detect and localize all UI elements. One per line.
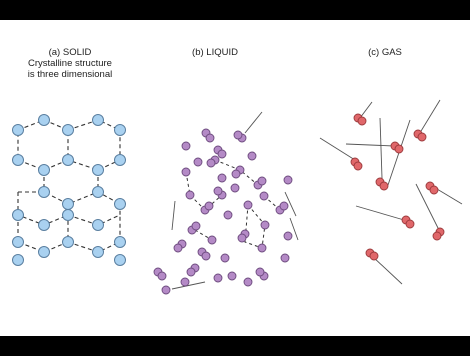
solid-molecule — [114, 154, 126, 166]
liquid-molecule — [237, 233, 247, 243]
solid-molecule — [12, 236, 24, 248]
liquid-molecule — [217, 149, 227, 159]
gas-molecule — [417, 132, 427, 142]
solid-molecules — [12, 114, 126, 266]
gas-molecule — [432, 231, 442, 241]
solid-molecule — [114, 124, 126, 136]
solid-molecule — [38, 164, 50, 176]
liquid-molecule — [259, 191, 269, 201]
solid-molecule — [38, 186, 50, 198]
solid-molecule — [62, 198, 74, 210]
liquid-molecule — [220, 253, 230, 263]
liquid-molecule — [280, 253, 290, 263]
liquid-molecules — [153, 128, 293, 295]
liquid-molecule — [185, 190, 195, 200]
gas-molecule — [379, 181, 389, 191]
liquid-molecule — [217, 173, 227, 183]
solid-molecule — [92, 246, 104, 258]
solid-molecule — [92, 114, 104, 126]
solid-caption-line1: Crystalline structure — [28, 58, 112, 69]
solid-molecule — [114, 236, 126, 248]
liquid-molecule — [186, 267, 196, 277]
gas-molecule — [353, 161, 363, 171]
liquid-molecule — [283, 175, 293, 185]
liquid-molecule — [173, 243, 183, 253]
solid-molecule — [62, 236, 74, 248]
liquid-molecule — [279, 201, 289, 211]
liquid-molecule — [231, 169, 241, 179]
gas-arrows — [319, 99, 463, 285]
solid-molecule — [92, 164, 104, 176]
liquid-molecule — [204, 201, 214, 211]
solid-molecule — [38, 246, 50, 258]
liquid-molecule — [207, 235, 217, 245]
liquid-molecule — [181, 141, 191, 151]
liquid-molecule — [161, 285, 171, 295]
liquid-molecule — [255, 267, 265, 277]
solid-molecule — [62, 124, 74, 136]
liquid-molecule — [191, 221, 201, 231]
liquid-molecule — [206, 158, 216, 168]
liquid-molecule — [213, 273, 223, 283]
solid-title: (a) SOLID — [48, 47, 92, 58]
states-of-matter-diagram — [12, 99, 463, 295]
liquid-molecule — [260, 220, 270, 230]
liquid-molecule — [233, 130, 243, 140]
solid-molecule — [92, 186, 104, 198]
solid-molecule — [38, 219, 50, 231]
solid-lattice — [17, 119, 121, 253]
liquid-molecule — [201, 251, 211, 261]
gas-label: (c) GAS — [368, 47, 402, 58]
liquid-arrows — [171, 111, 299, 290]
liquid-molecule — [283, 231, 293, 241]
solid-molecule — [12, 154, 24, 166]
liquid-molecule — [243, 277, 253, 287]
solid-molecule — [92, 219, 104, 231]
liquid-molecule — [230, 183, 240, 193]
solid-molecule — [12, 254, 24, 266]
liquid-molecule — [193, 157, 203, 167]
gas-molecule — [369, 251, 379, 261]
gas-molecule — [357, 116, 367, 126]
solid-molecule — [62, 209, 74, 221]
liquid-molecule — [213, 186, 223, 196]
solid-molecule — [12, 209, 24, 221]
solid-label: (a) SOLID Crystalline structure is three… — [10, 47, 130, 80]
solid-molecule — [12, 124, 24, 136]
liquid-molecule — [205, 133, 215, 143]
liquid-molecule — [223, 210, 233, 220]
liquid-molecule — [157, 271, 167, 281]
solid-caption-line2: is three dimensional — [27, 69, 113, 80]
solid-molecule — [114, 254, 126, 266]
solid-molecule — [62, 154, 74, 166]
liquid-molecule — [227, 271, 237, 281]
liquid-molecule — [180, 277, 190, 287]
solid-molecule — [38, 114, 50, 126]
liquid-molecule — [257, 176, 267, 186]
gas-molecules — [350, 113, 445, 261]
liquid-molecule — [181, 167, 191, 177]
liquid-molecule — [257, 243, 267, 253]
gas-molecule — [429, 185, 439, 195]
liquid-molecule — [247, 151, 257, 161]
gas-molecule — [394, 144, 404, 154]
gas-molecule — [405, 219, 415, 229]
solid-molecule — [114, 198, 126, 210]
liquid-molecule — [243, 200, 253, 210]
liquid-label: (b) LIQUID — [192, 47, 238, 58]
